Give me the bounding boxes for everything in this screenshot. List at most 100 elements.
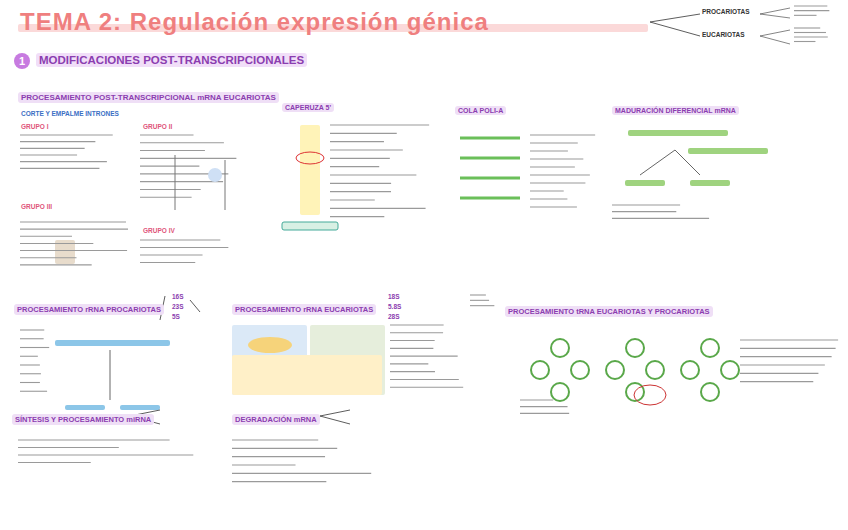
figure-panel [65,405,105,410]
note-scribble [20,243,93,244]
heading-text: PROCESAMIENTO tRNA EUCARIOTAS Y PROCARIO… [508,307,710,316]
note-scribble [20,154,77,155]
highlight-ring [296,152,324,164]
figure-line [760,36,790,44]
section-heading: PROCESAMIENTO POST-TRANSCRIPCIONAL mRNA … [18,92,279,103]
note-scribble [794,32,826,33]
nucleolus-symbol [248,337,292,353]
section-heading: GRUPO I [18,122,51,131]
trna-loop [721,361,739,379]
note-scribble [330,124,429,125]
heading-text: MADURACIÓN DIFERENCIAL mRNA [615,107,736,114]
note-label: 5S [172,313,180,320]
note-scribble [20,236,72,237]
figure-panel [120,405,160,410]
note-scribble [470,294,486,295]
section-heading: DEGRADACIÓN mRNA [232,414,320,425]
note-scribble [740,381,813,382]
note-scribble [330,141,384,142]
note-scribble [740,364,825,365]
figure-panel [688,148,768,154]
section-heading: MADURACIÓN DIFERENCIAL mRNA [612,106,739,115]
highlight-ring [634,385,666,405]
note-scribble [740,356,832,357]
note-label: 5.8S [388,303,401,310]
figure-panel [232,355,382,395]
trna-loop [571,361,589,379]
note-scribble [330,199,375,200]
note-scribble [794,15,817,16]
trna-loop [606,361,624,379]
note-scribble [330,149,403,150]
note-scribble [390,379,459,380]
note-scribble [20,364,40,365]
note-scribble [520,406,568,407]
note-scribble [232,473,371,474]
note-scribble [530,134,595,135]
note-scribble [140,189,201,190]
heading-text: GRUPO II [143,123,172,130]
note-scribble [530,158,583,159]
heading-text: MODIFICACIONES POST-TRANSCRIPCIONALES [39,54,304,66]
note-scribble [140,158,236,159]
heading-text: PROCESAMIENTO POST-TRANSCRIPCIONAL mRNA … [21,93,276,102]
note-scribble [330,174,416,175]
note-scribble [330,183,391,184]
note-scribble [20,391,47,392]
note-scribble [140,247,228,248]
note-scribble [20,221,126,222]
note-label: 18S [388,293,400,300]
note-scribble [140,134,194,135]
figure-line [460,157,520,160]
figure-panel [55,340,170,346]
section-heading: PROCESAMIENTO rRNA EUCARIOTAS [232,304,376,315]
figure-panel [300,125,320,215]
note-scribble [20,264,92,265]
note-scribble [794,41,815,42]
note-scribble [470,305,494,306]
note-scribble [20,382,40,383]
figure-line [110,350,111,400]
note-label: 23S [172,303,184,310]
trna-loop [646,361,664,379]
section-heading: CORTE Y EMPALME INTRONES [18,109,122,118]
note-scribble [390,371,435,372]
figure-panel [628,130,728,136]
figure-line [460,137,520,140]
note-scribble [794,27,820,28]
note-scribble [330,216,384,217]
note-scribble [140,150,205,151]
section-heading: SÍNTESIS Y PROCESAMIENTO miRNA [12,414,154,425]
note-scribble [740,373,818,374]
heading-text: GRUPO I [21,123,48,130]
note-scribble [530,166,575,167]
figure-line [675,150,700,175]
figure-line [320,410,350,416]
note-scribble [140,181,223,182]
note-scribble [20,347,49,348]
figure-panel [625,180,665,186]
note-scribble [140,254,203,255]
figure-line [760,14,790,18]
note-scribble [18,462,91,463]
page-title: TEMA 2: Regulación expresión génica [20,8,489,36]
figure-line [650,22,700,36]
note-label: 16S [172,293,184,300]
note-scribble [794,10,829,11]
note-scribble [20,134,113,135]
note-scribble [20,250,127,251]
section-heading: GRUPO III [18,202,55,211]
note-scribble [390,363,428,364]
section-heading: COLA POLI-A [455,106,506,115]
note-scribble [330,208,426,209]
heading-text: DEGRADACIÓN mRNA [235,415,317,424]
heading-text: COLA POLI-A [458,107,503,114]
trna-loop [551,383,569,401]
figure-line [320,416,350,424]
note-scribble [140,166,199,167]
section-number: 1 [14,53,30,69]
heading-text: PROCESAMIENTO rRNA PROCARIOTAS [17,305,161,314]
note-scribble [232,464,296,465]
